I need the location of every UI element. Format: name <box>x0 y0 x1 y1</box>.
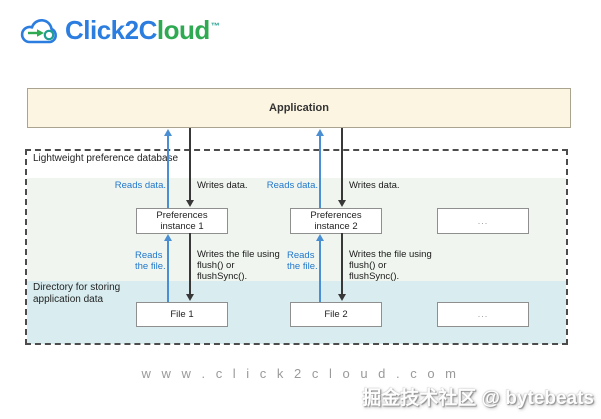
watermark-text: 掘金技术社区 @ bytebeats <box>362 388 594 409</box>
col2-reads-file-line <box>319 240 321 302</box>
col1-reads-data-label: Reads data. <box>114 180 166 191</box>
cloud-logo-icon <box>20 18 57 44</box>
directory-label: Directory for storing application data <box>33 282 121 305</box>
website-url-text: w w w . c l i c k 2 c l o u d . c o m <box>141 366 460 381</box>
col1-reads-data-arrowhead <box>164 129 172 136</box>
logo-text-green: loud <box>156 15 210 45</box>
application-label: Application <box>269 102 329 114</box>
col1-reads-file-line <box>167 240 169 302</box>
logo: Click2Cloud™ <box>18 13 220 53</box>
col2-reads-data-label: Reads data. <box>266 180 318 191</box>
preferences-instance-2-label: Preferences instance 2 <box>310 210 362 232</box>
col2-writes-file-label: Writes the file using flush() or flushSy… <box>349 249 432 282</box>
logo-text: Click2Cloud™ <box>65 13 220 53</box>
col1-writes-file-line <box>189 233 191 294</box>
col1-writes-data-arrowhead <box>186 200 194 207</box>
logo-text-blue: Click2C <box>65 15 157 45</box>
file-more-label: ... <box>477 309 489 319</box>
file-1-box: File 1 <box>136 302 228 327</box>
logo-trademark: ™ <box>210 21 220 31</box>
preference-database-container <box>25 149 568 345</box>
application-box: Application <box>27 88 571 128</box>
col1-reads-file-arrowhead <box>164 234 172 241</box>
col1-writes-file-label: Writes the file using flush() or flushSy… <box>197 249 280 282</box>
col2-reads-file-label: Reads the file. <box>287 250 318 272</box>
col1-writes-file-arrowhead <box>186 294 194 301</box>
col2-reads-data-line <box>319 135 321 208</box>
col2-writes-file-line <box>341 233 343 294</box>
col1-reads-file-label: Reads the file. <box>135 250 166 272</box>
preference-database-label: Lightweight preference database <box>33 153 179 164</box>
file-1-label: File 1 <box>170 309 194 320</box>
file-2-box: File 2 <box>290 302 382 327</box>
col2-reads-file-arrowhead <box>316 234 324 241</box>
preferences-instance-1-box: Preferences instance 1 <box>136 208 228 234</box>
col1-writes-data-label: Writes data. <box>197 180 248 191</box>
preferences-instance-1-label: Preferences instance 1 <box>156 210 208 232</box>
col1-writes-data-line <box>189 128 191 200</box>
file-2-label: File 2 <box>324 309 348 320</box>
col2-writes-file-arrowhead <box>338 294 346 301</box>
preferences-more-label: ... <box>477 215 489 226</box>
col2-writes-data-line <box>341 128 343 200</box>
col1-reads-data-line <box>167 135 169 208</box>
col2-writes-data-arrowhead <box>338 200 346 207</box>
file-more-box: ... <box>437 302 529 327</box>
preferences-more-box: ... <box>437 208 529 234</box>
col2-reads-data-arrowhead <box>316 129 324 136</box>
preferences-instance-2-box: Preferences instance 2 <box>290 208 382 234</box>
col2-writes-data-label: Writes data. <box>349 180 400 191</box>
